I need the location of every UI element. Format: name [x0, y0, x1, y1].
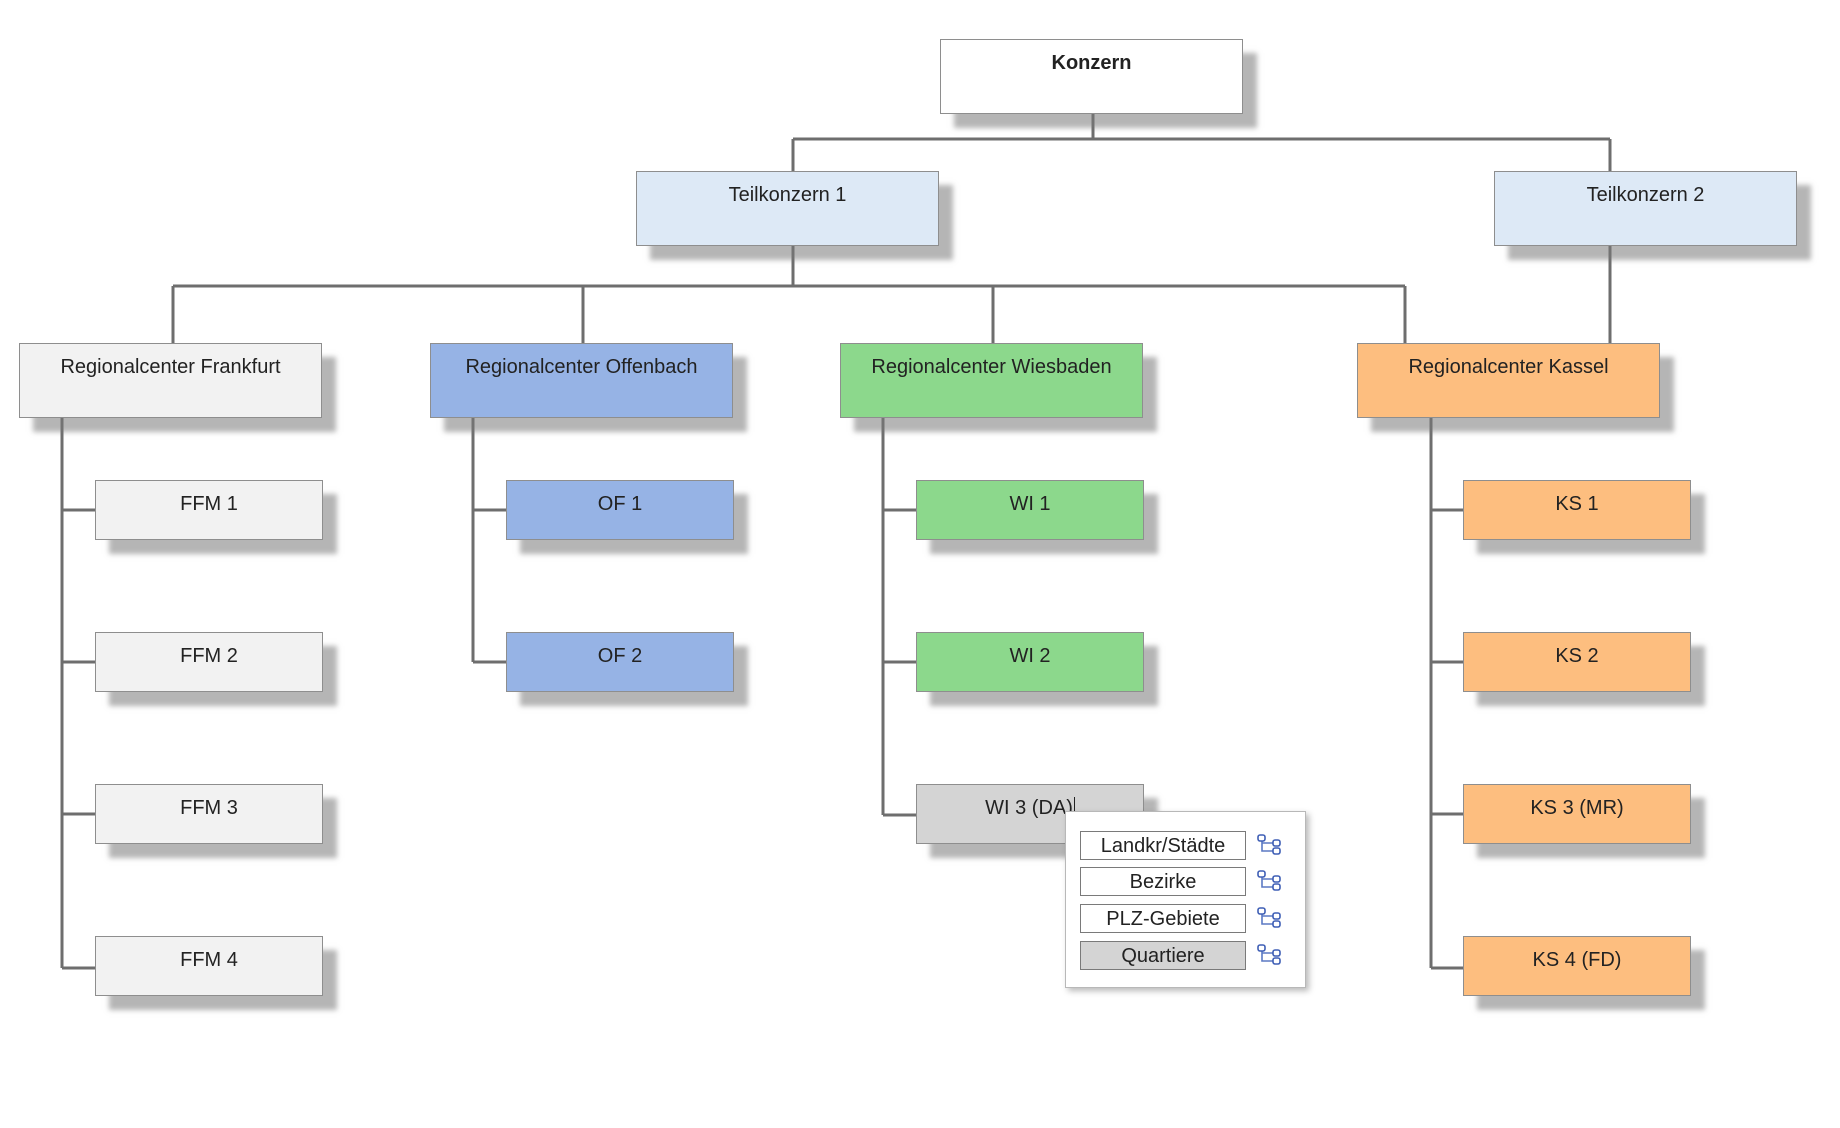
- node-label: KS 4 (FD): [1532, 949, 1622, 971]
- node-label: FFM 2: [180, 645, 238, 667]
- node-label: WI 3 (DA): [985, 797, 1075, 819]
- node-label: Regionalcenter Wiesbaden: [871, 356, 1112, 378]
- node-ks-2[interactable]: KS 2: [1463, 632, 1691, 692]
- hierarchy-icon[interactable]: [1256, 869, 1282, 893]
- node-ffm-1[interactable]: FFM 1: [95, 480, 323, 540]
- node-of-2[interactable]: OF 2: [506, 632, 734, 692]
- node-wi-2[interactable]: WI 2: [916, 632, 1144, 692]
- node-label: FFM 3: [180, 797, 238, 819]
- connector-line: [60, 418, 95, 970]
- node-label: Teilkonzern 2: [1586, 184, 1705, 206]
- submenu-button[interactable]: Bezirke: [1080, 867, 1246, 896]
- connector-line: [1429, 418, 1463, 970]
- hierarchy-icon[interactable]: [1256, 943, 1282, 967]
- connector-line: [171, 246, 1612, 343]
- node-label: FFM 1: [180, 493, 238, 515]
- node-rc-kassel[interactable]: Regionalcenter Kassel: [1357, 343, 1660, 418]
- node-label: Konzern: [1051, 52, 1132, 74]
- submenu-button[interactable]: PLZ-Gebiete: [1080, 904, 1246, 933]
- node-label: OF 1: [597, 493, 643, 515]
- submenu-button[interactable]: Quartiere: [1080, 941, 1246, 970]
- node-label: WI 2: [1009, 645, 1051, 667]
- node-ffm-3[interactable]: FFM 3: [95, 784, 323, 844]
- node-teilkonzern-2[interactable]: Teilkonzern 2: [1494, 171, 1797, 246]
- node-label: FFM 4: [180, 949, 238, 971]
- node-label: Teilkonzern 1: [728, 184, 847, 206]
- node-ks-4[interactable]: KS 4 (FD): [1463, 936, 1691, 996]
- node-ffm-4[interactable]: FFM 4: [95, 936, 323, 996]
- node-rc-frankfurt[interactable]: Regionalcenter Frankfurt: [19, 343, 322, 418]
- node-label: KS 2: [1555, 645, 1599, 667]
- node-rc-wiesbaden[interactable]: Regionalcenter Wiesbaden: [840, 343, 1143, 418]
- node-ffm-2[interactable]: FFM 2: [95, 632, 323, 692]
- node-rc-offenbach[interactable]: Regionalcenter Offenbach: [430, 343, 733, 418]
- node-konzern[interactable]: Konzern: [940, 39, 1243, 114]
- hierarchy-icon[interactable]: [1256, 833, 1282, 857]
- connector-line: [471, 418, 506, 664]
- node-label: KS 3 (MR): [1530, 797, 1624, 819]
- node-label: OF 2: [597, 645, 643, 667]
- hierarchy-icon[interactable]: [1256, 906, 1282, 930]
- node-wi-1[interactable]: WI 1: [916, 480, 1144, 540]
- node-label: WI 1: [1009, 493, 1051, 515]
- node-label: KS 1: [1555, 493, 1599, 515]
- node-teilkonzern-1[interactable]: Teilkonzern 1: [636, 171, 939, 246]
- connector-line: [881, 418, 916, 817]
- node-ks-3[interactable]: KS 3 (MR): [1463, 784, 1691, 844]
- node-ks-1[interactable]: KS 1: [1463, 480, 1691, 540]
- node-label: Regionalcenter Frankfurt: [60, 356, 281, 378]
- node-label: Regionalcenter Offenbach: [465, 356, 698, 378]
- node-of-1[interactable]: OF 1: [506, 480, 734, 540]
- connector-line: [791, 114, 1612, 171]
- node-label: Regionalcenter Kassel: [1408, 356, 1609, 378]
- submenu-button[interactable]: Landkr/Städte: [1080, 831, 1246, 860]
